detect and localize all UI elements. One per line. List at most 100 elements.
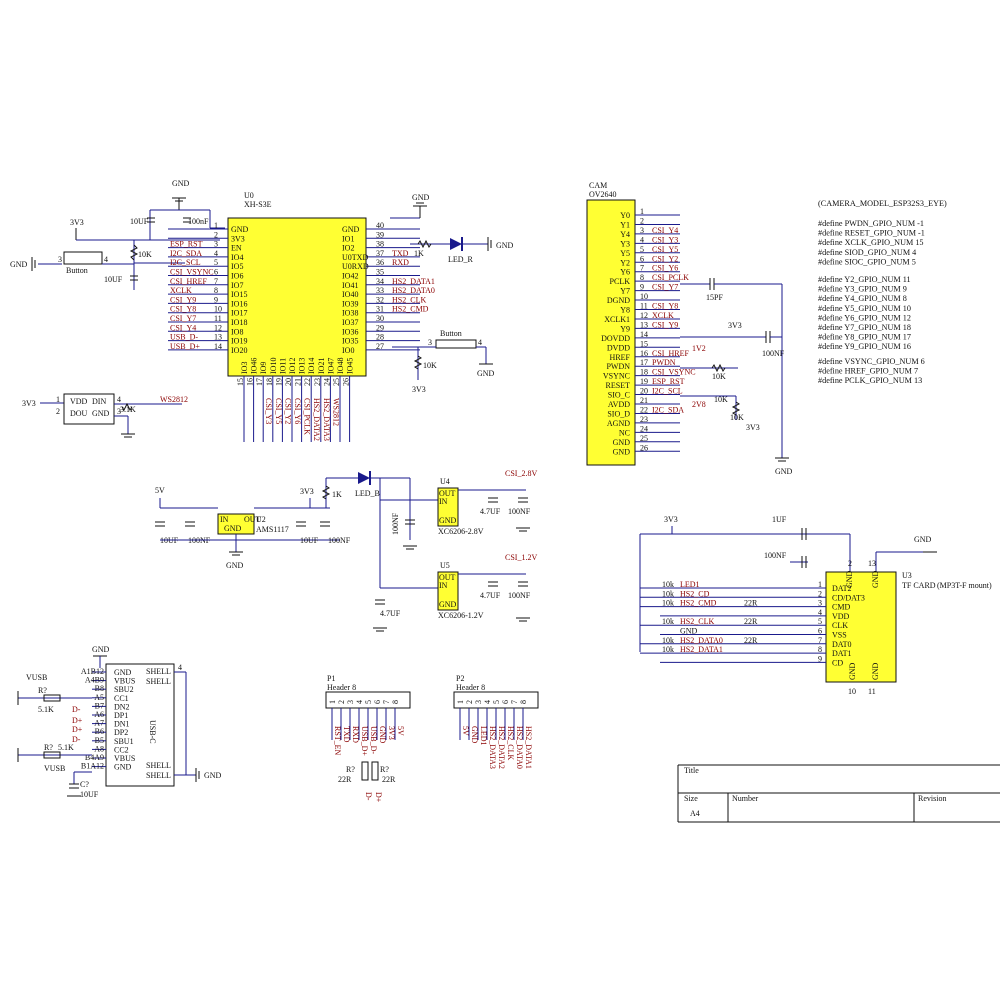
cam-ref: CAM <box>589 181 607 190</box>
tf-top-pin-13: 13 <box>868 559 876 568</box>
cam-gnd: GND <box>775 467 793 476</box>
mcu-bottom-pin-num: 15 <box>236 378 245 386</box>
tf-pin-series: 22R <box>744 599 758 608</box>
tf-pin-num: 4 <box>818 608 822 617</box>
reset-gnd-label: GND <box>172 179 190 188</box>
mcu-left-pin-num: 7 <box>214 277 218 286</box>
mcu-right-pin-name: IO40 <box>342 290 358 299</box>
mcu-left-pin-name: IO19 <box>231 337 247 346</box>
mcu-bottom-pin-num: 16 <box>246 378 255 386</box>
header-pin-num: 4 <box>355 700 364 704</box>
define-line: #define Y7_GPIO_NUM 18 <box>818 323 911 332</box>
mcu-right-gnd: GND <box>412 193 430 202</box>
reset-cap-top2-label: 100nF <box>188 217 209 226</box>
power-in: 5V <box>155 486 165 495</box>
mcu-right-pin-num: 37 <box>376 249 384 258</box>
u5-pin-out: OUT <box>439 573 456 582</box>
mcu-bottom-pin-num: 18 <box>265 378 274 386</box>
tf-pin-num: 9 <box>818 654 822 663</box>
cam-pin-name: XCLK1 <box>604 315 630 324</box>
mcu-right-pin-num: 30 <box>376 314 384 323</box>
mcu-bottom-pin-net: CSI_Y5 <box>274 398 283 424</box>
mcu-bottom-pin-name: IO12 <box>288 358 297 374</box>
boot-button-label: Button <box>440 329 462 338</box>
cam-pin-name: RESET <box>606 381 631 390</box>
usb-pin-name: DN1 <box>114 720 130 729</box>
mcu-right-pin-name: GND <box>342 225 360 234</box>
tf-ref: U3 <box>902 571 912 580</box>
mcu-left-pin-num: 10 <box>214 305 222 314</box>
p1-d1: D- <box>364 792 373 801</box>
mcu-bottom-pin-name: IO9 <box>259 362 268 374</box>
tf-pin-net: HS2_CMD <box>680 599 717 608</box>
reset-pin3-label: 3 <box>58 255 62 264</box>
usb-pin-num: B1A12 <box>81 762 104 771</box>
cam-pin-net: CSI_HREF <box>652 349 689 358</box>
cam-pin-name: Y6 <box>620 268 630 277</box>
cam-pin-net: CSI_Y8 <box>652 302 678 311</box>
p1-name: Header 8 <box>327 683 356 692</box>
cam-pin-num: 5 <box>640 245 644 254</box>
cam-pin-name: Y0 <box>620 211 630 220</box>
tf-pin-net: HS2_CD <box>680 589 710 598</box>
define-line: #define RESET_GPIO_NUM -1 <box>818 229 925 238</box>
mcu-left-pin-name: IO17 <box>231 309 247 318</box>
header-pin-num: 1 <box>456 700 465 704</box>
cam-pin-num: 14 <box>640 330 648 339</box>
mcu-left-pin-num: 2 <box>214 230 218 239</box>
cam-pin-net: XCLK <box>652 311 674 320</box>
header-pin-net: GND <box>470 726 479 744</box>
tf-pin-name: DAT2 <box>832 584 852 593</box>
mcu-right-pin-name: IO35 <box>342 337 358 346</box>
tf-pin-num: 5 <box>818 617 822 626</box>
mcu-right-pin-name: U0RXD <box>342 262 369 271</box>
power-c3: 10UF <box>300 536 319 545</box>
tf-bottom-pin-11: 11 <box>868 687 876 696</box>
mcu-right-pin-name: IO41 <box>342 281 358 290</box>
header-pin-net: HS2_DATA1 <box>524 726 533 769</box>
p1-r2-val: 22R <box>382 775 396 784</box>
mcu-left-pin-name: IO4 <box>231 253 243 262</box>
mcu-right-pin-name: IO38 <box>342 309 358 318</box>
led-r-circuit: 1K LED_R GND <box>410 237 514 264</box>
u5-cap-left: 4.7UF <box>380 609 401 618</box>
usb-pin-num: A1B12 <box>81 667 104 676</box>
reset-cap-top-label: 10UF <box>130 217 149 226</box>
defines-model: (CAMERA_MODEL_ESP32S3_EYE) <box>818 199 947 208</box>
defines-group-1: #define PWDN_GPIO_NUM -1#define RESET_GP… <box>818 219 925 266</box>
mcu-right-pin-num: 34 <box>376 277 384 286</box>
header-pin-num: 6 <box>501 700 510 704</box>
header-pin-num: 3 <box>474 700 483 704</box>
tf-pin-name: CLK <box>832 621 848 630</box>
header-pin-num: 2 <box>465 700 474 704</box>
header-pin-net: RST_EN <box>333 726 342 756</box>
mcu-bottom-pin-net: CSI_PCLK <box>303 398 312 435</box>
cam-pin-name: NC <box>619 428 630 437</box>
header-pin-net: TXD <box>342 726 351 743</box>
mcu-right-pin-num: 28 <box>376 333 384 342</box>
p2-ref: P2 <box>456 674 464 683</box>
header-pin-net: HS2_CLK <box>506 726 515 760</box>
reset-res-label: 10K <box>138 250 152 259</box>
cam-pin-num: 16 <box>640 349 648 358</box>
cam-pin-num: 15 <box>640 339 648 348</box>
cam-pin-num: 4 <box>640 235 644 244</box>
mcu-left-pin-net: CSI_HREF <box>170 277 207 286</box>
tf-card: 3V3 1UF 100NF GND U3 TF CARD (MP3T-F mou… <box>639 515 992 696</box>
tf-pin-net: HS2_CLK <box>680 617 714 626</box>
p1-r2: R? <box>380 765 389 774</box>
define-line: #define VSYNC_GPIO_NUM 6 <box>818 357 925 366</box>
header-p2: P2 Header 8 15V2GND3LED14HS2_DATA35HS2_D… <box>453 674 539 769</box>
mcu-bottom-pins: IO315IO4616IO917CSI_Y3IO1018CSI_Y5IO1119… <box>236 358 355 442</box>
u4-ref: U4 <box>440 477 450 486</box>
tf-pin-name: CMD <box>832 603 850 612</box>
header-pin-num: 5 <box>364 700 373 704</box>
usb-r2-val: 5.1K <box>58 743 74 752</box>
mcu-right-pin-name: IO1 <box>342 234 354 243</box>
u5-part: XC6206-1.2V <box>438 611 484 620</box>
usb-pin-num: A5 <box>94 693 104 702</box>
mcu-left-pin-net: CSI_Y7 <box>170 314 196 323</box>
